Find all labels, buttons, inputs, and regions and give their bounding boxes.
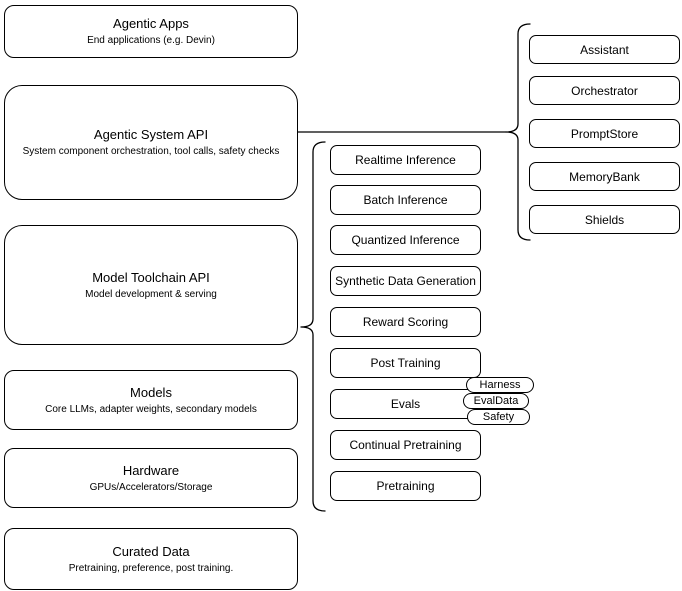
node-subtitle: Pretraining, preference, post training.	[68, 562, 234, 574]
node-label: Pretraining	[376, 479, 435, 493]
node-batch-inference: Batch Inference	[330, 185, 481, 215]
node-memorybank: MemoryBank	[529, 162, 680, 191]
node-label: Continual Pretraining	[349, 438, 462, 452]
node-title: Agentic Apps	[113, 16, 189, 31]
node-pretraining: Pretraining	[330, 471, 481, 501]
node-label: Realtime Inference	[355, 153, 456, 167]
tag-evaldata: EvalData	[463, 393, 529, 409]
node-subtitle: End applications (e.g. Devin)	[87, 35, 215, 46]
node-orchestrator: Orchestrator	[529, 76, 680, 105]
node-realtime-inference: Realtime Inference	[330, 145, 481, 175]
node-label: Shields	[584, 212, 625, 227]
node-continual-pretraining: Continual Pretraining	[330, 430, 481, 460]
node-title: Agentic System API	[93, 127, 209, 142]
node-label: Batch Inference	[363, 193, 448, 207]
node-models: Models Core LLMs, adapter weights, secon…	[4, 370, 298, 430]
node-promptstore: PromptStore	[529, 119, 680, 148]
node-subtitle: Model development & serving	[85, 288, 217, 300]
node-evals: Evals	[330, 389, 481, 419]
tag-label: EvalData	[473, 395, 519, 407]
node-synthetic-data-generation: Synthetic Data Generation	[330, 266, 481, 296]
node-label: MemoryBank	[569, 169, 640, 184]
node-post-training: Post Training	[330, 348, 481, 378]
node-label: PromptStore	[570, 126, 639, 141]
node-label: Quantized Inference	[351, 233, 460, 247]
node-agentic-system-api: Agentic System API System component orch…	[4, 85, 298, 200]
node-label: Evals	[390, 397, 421, 411]
node-model-toolchain-api: Model Toolchain API Model development & …	[4, 225, 298, 345]
node-subtitle: Core LLMs, adapter weights, secondary mo…	[45, 403, 257, 415]
node-agentic-apps: Agentic Apps End applications (e.g. Devi…	[4, 5, 298, 58]
node-label: Reward Scoring	[362, 315, 449, 329]
node-label: Orchestrator	[571, 83, 638, 98]
node-label: Synthetic Data Generation	[335, 274, 476, 288]
tag-label: Harness	[479, 379, 521, 391]
tag-label: Safety	[482, 411, 515, 423]
node-curated-data: Curated Data Pretraining, preference, po…	[4, 528, 298, 590]
node-label: Assistant	[580, 42, 629, 57]
node-title: Models	[130, 384, 172, 400]
node-subtitle: GPUs/Accelerators/Storage	[89, 481, 213, 493]
node-title: Hardware	[122, 462, 180, 478]
node-reward-scoring: Reward Scoring	[330, 307, 481, 337]
node-title: Curated Data	[112, 543, 190, 559]
curly-brace-toolchain-components	[300, 141, 326, 512]
node-shields: Shields	[529, 205, 680, 234]
node-assistant: Assistant	[529, 35, 680, 64]
curly-brace-agent-components	[505, 23, 531, 241]
tag-harness: Harness	[466, 377, 534, 393]
node-quantized-inference: Quantized Inference	[330, 225, 481, 255]
node-title: Model Toolchain API	[92, 269, 210, 285]
node-subtitle: System component orchestration, tool cal…	[22, 146, 280, 157]
node-hardware: Hardware GPUs/Accelerators/Storage	[4, 448, 298, 508]
node-label: Post Training	[370, 356, 441, 370]
tag-safety: Safety	[467, 409, 530, 425]
